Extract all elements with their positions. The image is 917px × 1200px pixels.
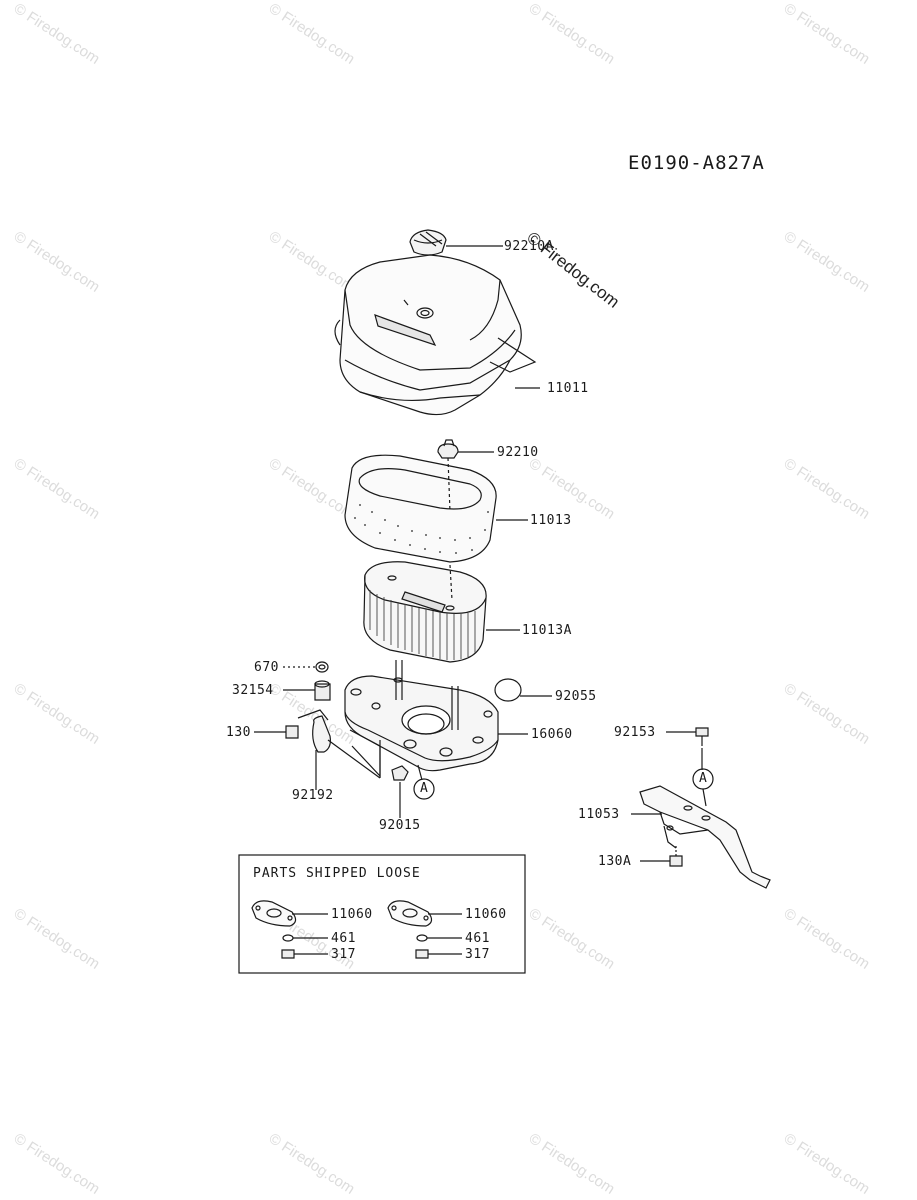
nut-92015-part[interactable]: [391, 765, 409, 781]
hose-guide: [327, 739, 381, 779]
label-92055: 92055: [555, 689, 597, 704]
ref-a-circle: [413, 778, 435, 800]
label-ref-a-2: A: [699, 771, 708, 786]
label-11011: 11011: [547, 381, 589, 396]
leader-ref-a1: [417, 764, 423, 781]
diagram-code: E0190-A827A: [628, 152, 765, 174]
gasket-11060-left-part[interactable]: [251, 900, 297, 927]
bolt-130-part[interactable]: [285, 725, 299, 739]
cap-92210a-part[interactable]: [409, 229, 447, 256]
label-92192: 92192: [292, 788, 334, 803]
label-92210a: 92210A: [504, 239, 554, 254]
label-11053: 11053: [578, 807, 620, 822]
label-loose-left-317: 317: [331, 947, 356, 962]
parts-loose-box: [238, 854, 526, 974]
bracket-11053-part[interactable]: [639, 785, 771, 889]
label-loose-right-317: 317: [465, 947, 490, 962]
nut-317-right-part[interactable]: [415, 949, 429, 959]
gasket-11060-right-part[interactable]: [387, 900, 433, 927]
link-130: [297, 709, 329, 721]
label-loose-right-11060: 11060: [465, 907, 507, 922]
label-32154: 32154: [232, 683, 274, 698]
fitting-32154-part[interactable]: [314, 680, 331, 701]
parts-loose-title: PARTS SHIPPED LOOSE: [253, 866, 421, 881]
nut-92210-part[interactable]: [437, 439, 459, 459]
label-11013a: 11013A: [522, 623, 572, 638]
label-92210: 92210: [497, 445, 539, 460]
label-loose-left-11060: 11060: [331, 907, 373, 922]
bolt-130a-part[interactable]: [669, 855, 683, 867]
label-92015: 92015: [379, 818, 421, 833]
label-130a: 130A: [598, 854, 632, 869]
nut-317-left-part[interactable]: [281, 949, 295, 959]
label-92153: 92153: [614, 725, 656, 740]
leader-ref-a2b: [702, 788, 707, 807]
o-ring-part[interactable]: [494, 678, 522, 702]
breather-hose-part[interactable]: [312, 715, 331, 753]
label-ref-a-1: A: [420, 781, 429, 796]
bolt-92153-part[interactable]: [695, 727, 709, 746]
label-loose-right-461: 461: [465, 931, 490, 946]
paper-element-part[interactable]: [363, 561, 487, 663]
base-plate-part[interactable]: [344, 660, 499, 778]
washer-461-left-part[interactable]: [282, 934, 294, 942]
pre-cleaner-part[interactable]: [344, 454, 497, 563]
label-loose-left-461: 461: [331, 931, 356, 946]
label-670: 670: [254, 660, 279, 675]
washer-461-right-part[interactable]: [416, 934, 428, 942]
label-16060: 16060: [531, 727, 573, 742]
label-11013: 11013: [530, 513, 572, 528]
washer-670-part[interactable]: [315, 661, 329, 673]
label-130: 130: [226, 725, 251, 740]
air-cleaner-cover-part[interactable]: [334, 254, 537, 416]
